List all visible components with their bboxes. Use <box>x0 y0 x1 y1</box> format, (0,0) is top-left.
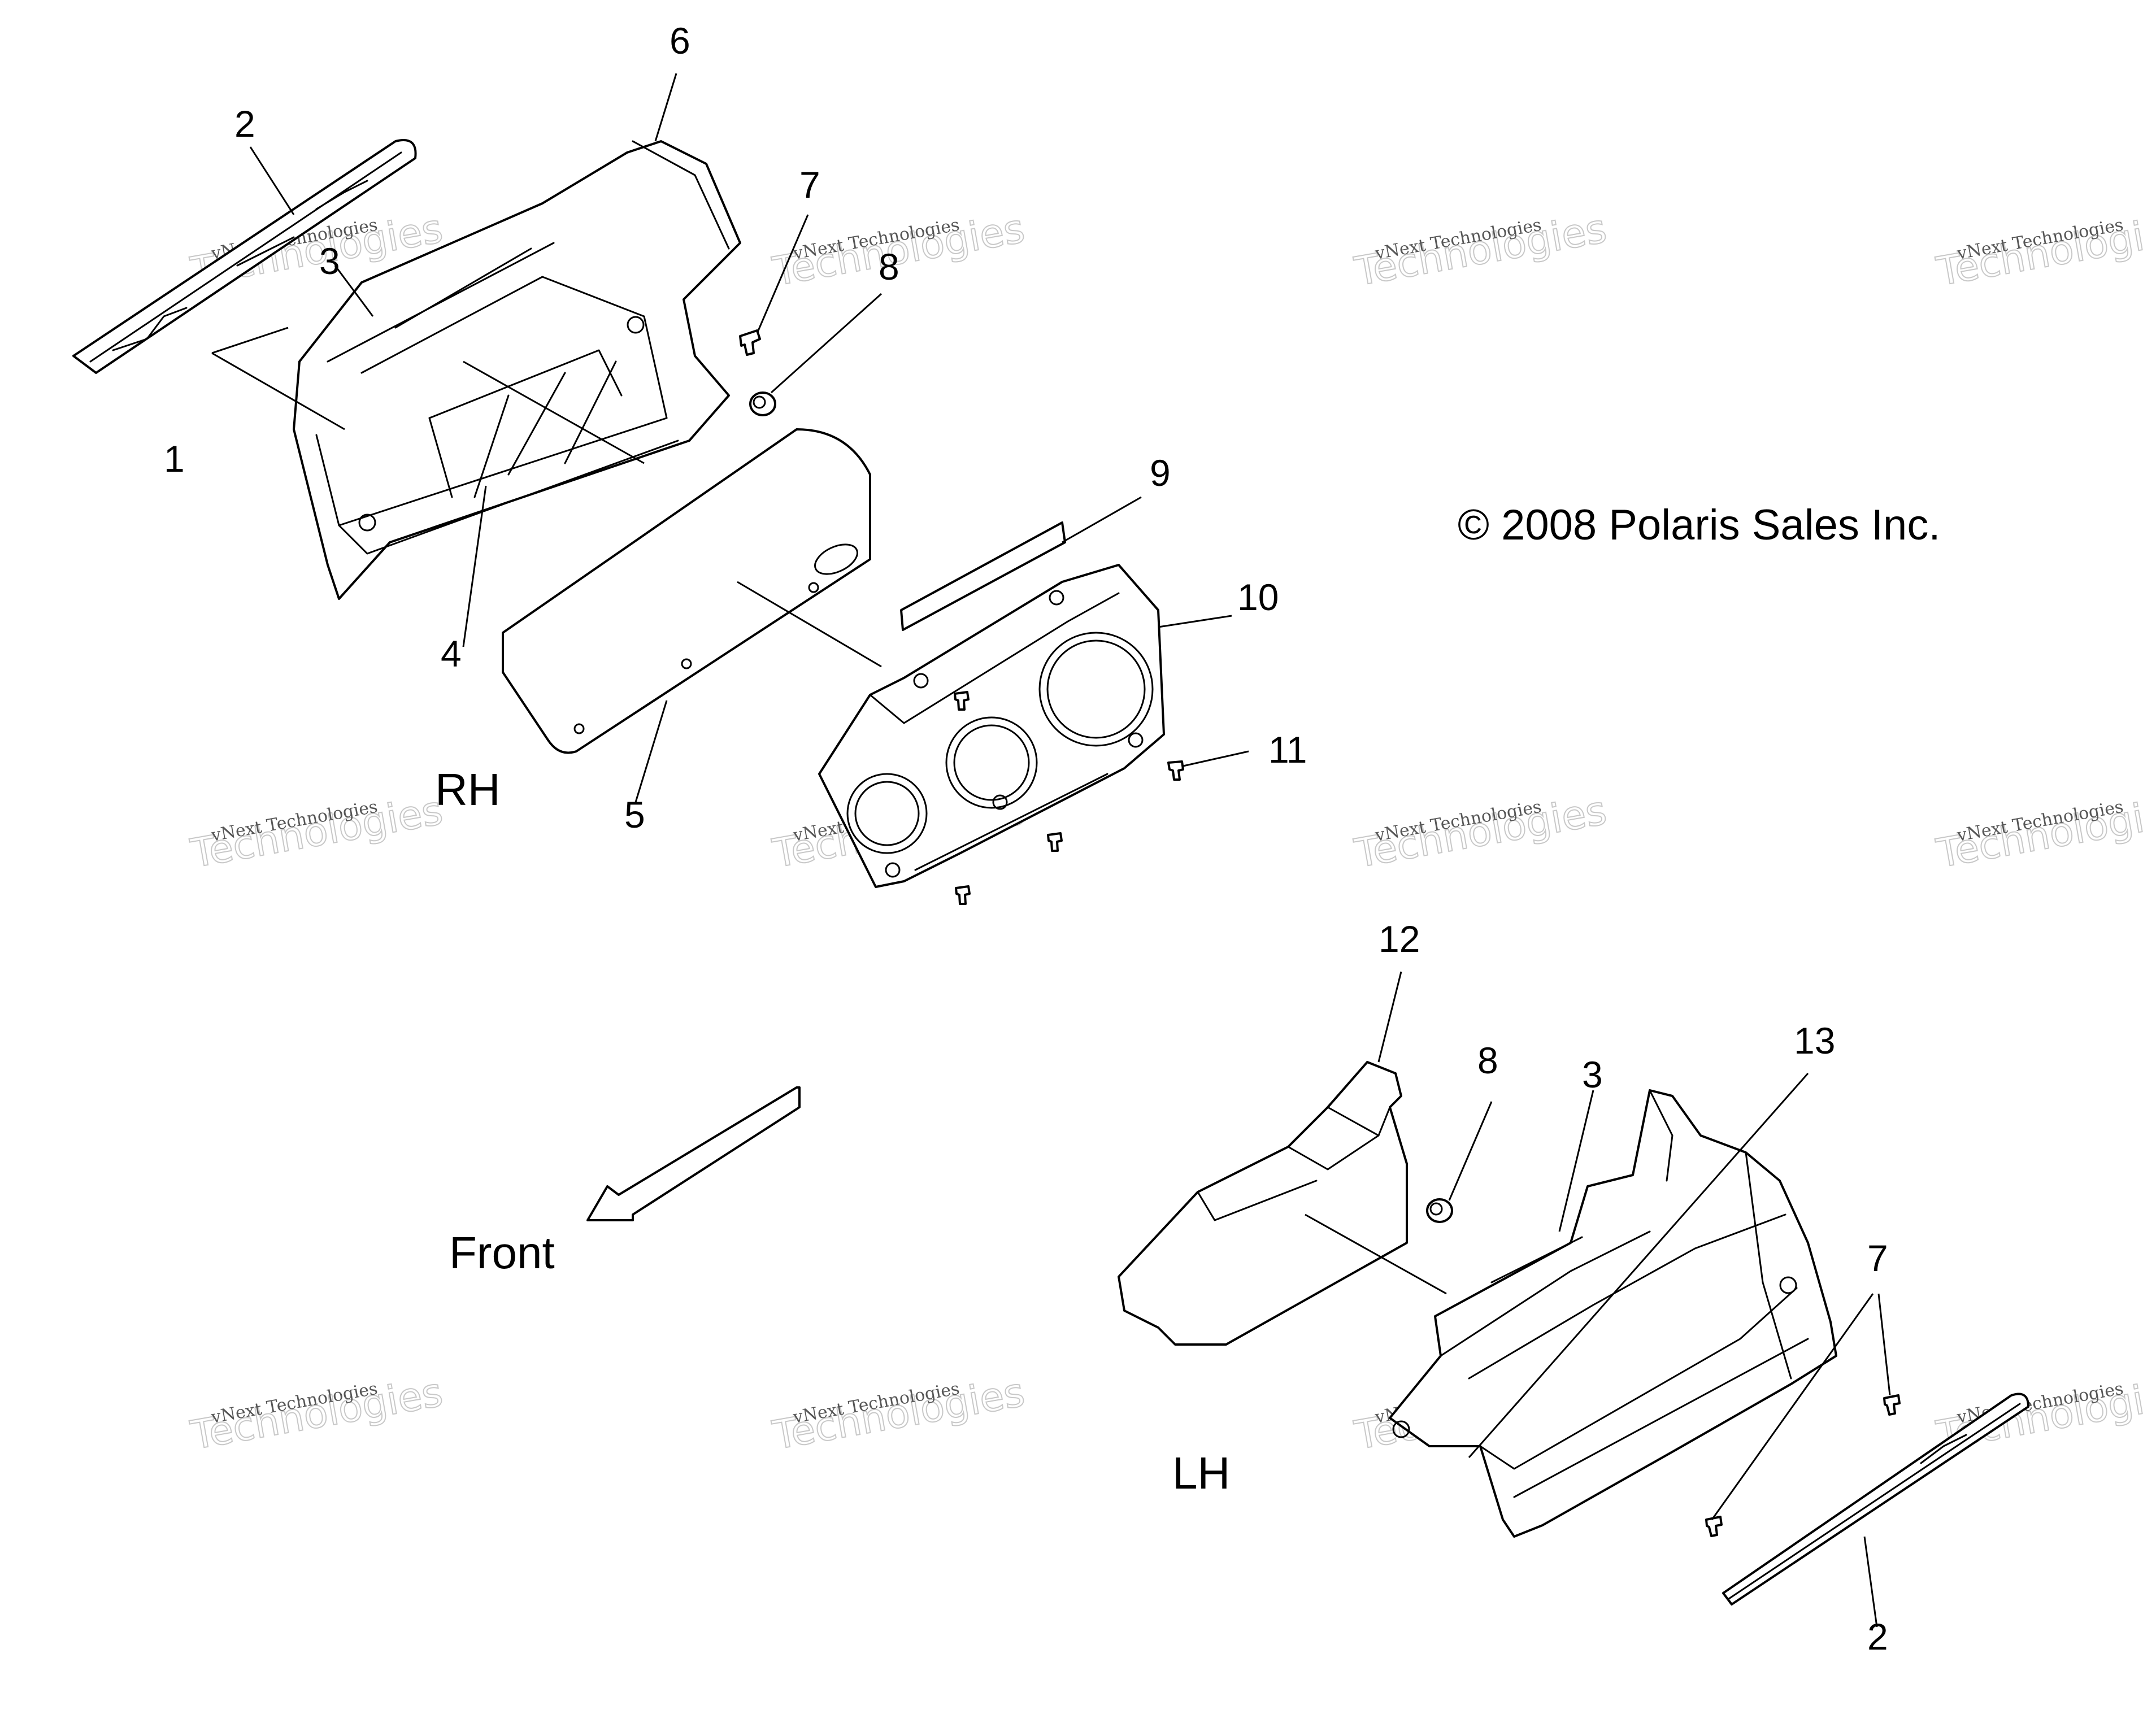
leader-lines <box>211 73 1891 1628</box>
callout-7-lh: 7 <box>1867 1237 1888 1279</box>
part-11-screws <box>954 691 1184 905</box>
watermark: Technologies vNext Technologies <box>1932 205 2143 295</box>
copyright-notice: © 2008 Polaris Sales Inc. <box>1458 501 1940 549</box>
callout-9: 9 <box>1150 452 1171 494</box>
callout-5: 5 <box>624 794 645 836</box>
part-7-screw-rh <box>739 329 761 356</box>
callout-4: 4 <box>441 633 462 675</box>
part-12-cover-lh <box>1118 1061 1408 1346</box>
watermark: Technologies vNext Technologies <box>186 786 446 877</box>
callout-11: 11 <box>1268 729 1307 771</box>
part-2-trim-strip-lh <box>1722 1393 2029 1606</box>
callout-7: 7 <box>799 164 820 206</box>
watermark: Technologies vNext Technologies <box>768 1368 1028 1459</box>
lh-label: LH <box>1172 1448 1230 1498</box>
front-direction-arrow <box>586 1086 801 1221</box>
callout-2-lh: 2 <box>1867 1616 1888 1657</box>
watermark: Technologies vNext Technologies <box>1932 786 2143 877</box>
callout-3-lh: 3 <box>1582 1054 1603 1095</box>
part-6-dash-housing-rh <box>293 140 741 600</box>
part-8-grommet-lh <box>1426 1198 1453 1223</box>
callout-12: 12 <box>1379 918 1420 960</box>
rh-label: RH <box>435 764 501 815</box>
part-8-grommet-rh <box>749 391 776 416</box>
callout-8: 8 <box>879 246 899 288</box>
part-9-label-strip <box>900 521 1066 631</box>
watermark: Technologies vNext Technologies <box>186 1368 446 1459</box>
callout-1: 1 <box>164 438 185 480</box>
callout-6: 6 <box>670 20 690 62</box>
front-label: Front <box>449 1228 555 1278</box>
callout-labels: 1 2 3 4 5 6 7 8 9 10 11 12 8 3 13 7 2 <box>164 20 1888 1657</box>
watermark: Technologies vNext Technologies <box>1350 205 1610 295</box>
part-5-plate-rh <box>502 428 871 754</box>
part-7-screws-lh <box>1705 1394 1901 1537</box>
callout-3: 3 <box>319 240 340 282</box>
callout-10: 10 <box>1237 576 1279 618</box>
part-13-dash-housing-lh <box>1389 1089 1837 1538</box>
watermark: Technologies vNext Technologies <box>1350 786 1610 877</box>
callout-2: 2 <box>234 103 255 145</box>
callout-8-lh: 8 <box>1477 1039 1498 1081</box>
part-10-gauge-bezel <box>818 564 1165 888</box>
part-2-trim-strip-rh <box>72 139 417 374</box>
callout-13: 13 <box>1794 1020 1835 1061</box>
